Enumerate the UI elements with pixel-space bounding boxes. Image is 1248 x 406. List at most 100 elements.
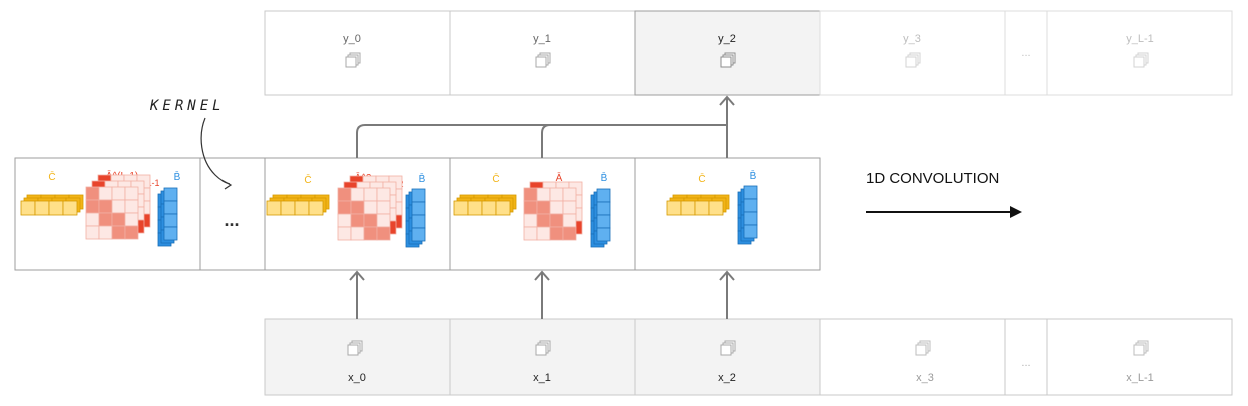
- stack-icon: [1133, 52, 1149, 68]
- a-cell: [111, 186, 126, 201]
- kernel-cell-power-0: [634, 157, 821, 271]
- stack-icon: [720, 52, 736, 68]
- a-cell: [562, 200, 577, 215]
- a-cell: [376, 187, 391, 202]
- c-cell: [666, 200, 682, 216]
- stack-icon: [1133, 340, 1149, 356]
- stack-layer: [535, 56, 547, 68]
- connector: [356, 124, 727, 158]
- stack-layer: [720, 56, 732, 68]
- input-cell-3: [819, 318, 1006, 396]
- b-cell: [163, 213, 178, 228]
- c-matrix: [20, 194, 84, 216]
- a-cell: [376, 213, 391, 228]
- b-cell: [596, 227, 611, 242]
- a-cell: [337, 213, 352, 228]
- b-cell: [743, 185, 758, 200]
- a-cell: [376, 226, 391, 241]
- input-label: x_0: [348, 372, 366, 384]
- c-cell: [694, 200, 710, 216]
- a-cell: [523, 226, 538, 241]
- b-cell: [743, 224, 758, 239]
- a-cell: [337, 200, 352, 215]
- a-cell: [562, 213, 577, 228]
- b-cell: [596, 188, 611, 203]
- c-cell: [453, 200, 469, 216]
- output-ellipsis: ...: [1021, 47, 1030, 59]
- a-cell: [549, 200, 564, 215]
- c-cell: [467, 200, 483, 216]
- a-cell: [98, 186, 113, 201]
- stack-icon: [915, 340, 931, 356]
- input-cell-last: [1046, 318, 1233, 396]
- b-cell: [411, 214, 426, 229]
- a-power-label: Ā: [556, 172, 563, 184]
- a-cell: [111, 225, 126, 240]
- a-cell: [111, 199, 126, 214]
- output-label: y_L-1: [1126, 33, 1154, 45]
- c-cell: [495, 200, 511, 216]
- input-label: x_3: [916, 372, 934, 384]
- a-cell: [523, 213, 538, 228]
- a-cell: [363, 200, 378, 215]
- input-ellipsis: ...: [1021, 357, 1030, 369]
- c-matrix: [453, 194, 517, 216]
- b-label: B̄: [750, 169, 757, 182]
- kernel-annotation: KERNEL: [149, 98, 225, 114]
- a-cell: [536, 200, 551, 215]
- c-matrix: [266, 194, 330, 216]
- a-cell: [536, 226, 551, 241]
- arrow-head: [719, 270, 735, 281]
- input-cell-0: [264, 318, 451, 396]
- output-cell-ellipsis: [1004, 10, 1048, 96]
- a-cell: [536, 187, 551, 202]
- a-cell: [337, 187, 352, 202]
- a-cell: [549, 226, 564, 241]
- b-label: B̄: [601, 171, 608, 184]
- c-cell: [708, 200, 724, 216]
- stack-icon: [347, 340, 363, 356]
- b-cell: [163, 200, 178, 215]
- power-index-label: L-1: [146, 178, 159, 188]
- kernel-annotation-pointer-head: [221, 179, 233, 190]
- b-cell: [743, 211, 758, 226]
- stack-layer: [1133, 344, 1145, 356]
- a-matrix: [337, 175, 403, 241]
- a-cell: [98, 225, 113, 240]
- a-cell: [98, 212, 113, 227]
- input-cell-ellipsis: [1004, 318, 1048, 396]
- b-cell: [411, 201, 426, 216]
- b-label: B̄: [419, 172, 426, 185]
- a-cell: [562, 226, 577, 241]
- b-cell: [163, 226, 178, 241]
- a-cell: [124, 225, 139, 240]
- c-cell: [308, 200, 324, 216]
- a-matrix: [85, 174, 151, 240]
- a-cell: [549, 187, 564, 202]
- a-cell: [376, 200, 391, 215]
- c-cell: [680, 200, 696, 216]
- output-label: y_1: [533, 33, 551, 45]
- c-cell: [62, 200, 78, 216]
- arrow-head: [534, 270, 550, 281]
- stack-layer: [905, 56, 917, 68]
- stack-layer: [915, 344, 927, 356]
- b-cell: [411, 227, 426, 242]
- input-row: x_0 x_1 x_2 x_3 ... x_L-1: [264, 318, 1233, 396]
- a-cell: [536, 213, 551, 228]
- operation-arrow-head: [1010, 206, 1022, 218]
- c-label: C̄: [698, 172, 705, 185]
- a-cell: [85, 212, 100, 227]
- c-cell: [294, 200, 310, 216]
- a-cell: [350, 200, 365, 215]
- kernel-ellipsis: ...: [224, 210, 239, 230]
- b-label: B̄: [174, 170, 181, 183]
- a-cell: [350, 226, 365, 241]
- a-cell: [85, 199, 100, 214]
- kernel-row: ... C̄ Ā^(L-1) L-1 B̄ C̄ Ā^2 2 B̄ C̄ Ā B…: [14, 157, 821, 271]
- stack-layer: [345, 56, 357, 68]
- stack-layer: [720, 344, 732, 356]
- a-matrix: [523, 181, 583, 241]
- a-cell: [111, 212, 126, 227]
